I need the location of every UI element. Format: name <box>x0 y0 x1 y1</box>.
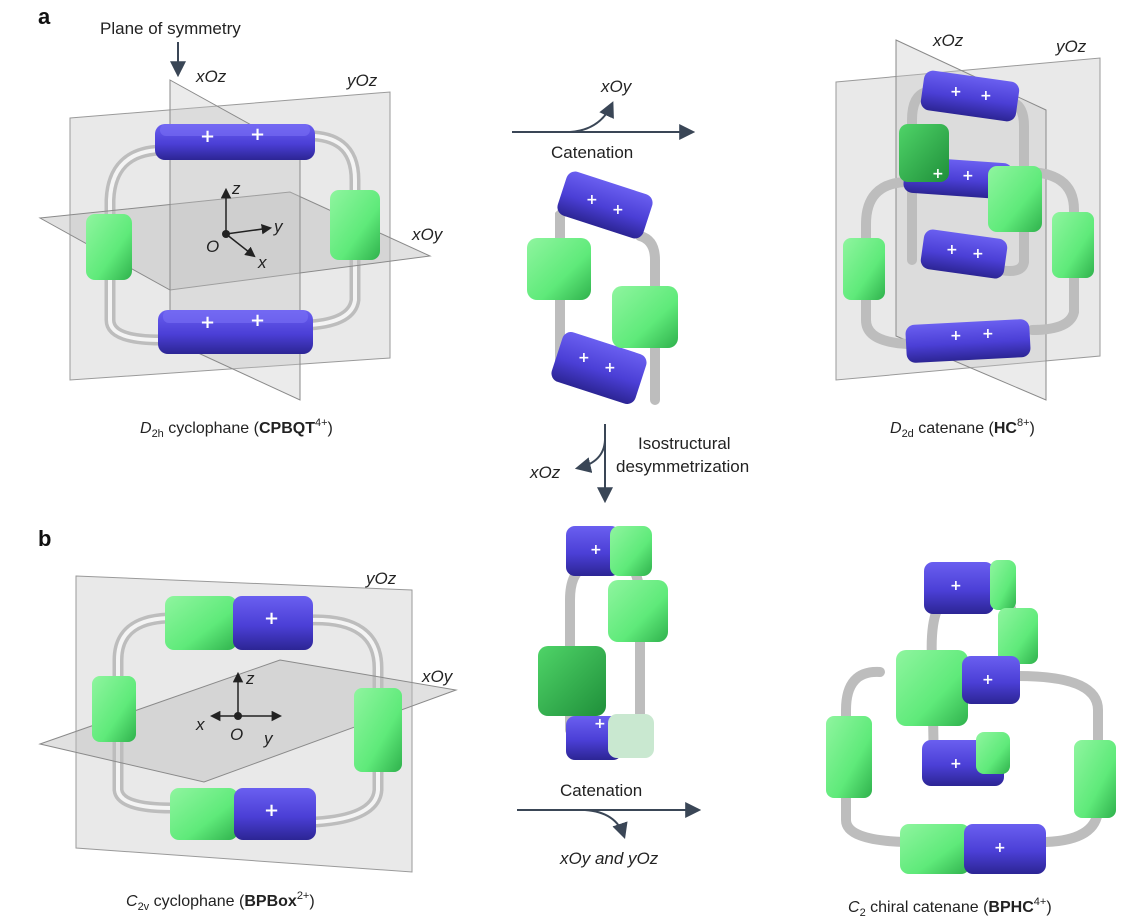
caption-cpbqt: D2h cyclophane (CPBQT4+) <box>140 417 333 440</box>
plane-label-xoz: xOz <box>195 67 227 86</box>
catenation-branch-bottom <box>584 809 628 840</box>
plane-label-yoz: yOz <box>346 71 378 90</box>
plus-sign: + <box>612 202 624 218</box>
plus-sign: + <box>950 328 962 344</box>
plus-sign: + <box>594 716 606 732</box>
plane-yoz-b <box>75 575 413 873</box>
catenation-branch-top <box>569 101 614 133</box>
cpbqt-blue-top <box>155 124 315 160</box>
plus-sign: + <box>264 608 279 629</box>
plus-sign: + <box>604 360 616 376</box>
plus-sign: + <box>250 124 265 145</box>
axis-o-label-b: O <box>230 725 243 744</box>
plane-label-yoz-b: yOz <box>365 569 397 588</box>
arrow-label-xoz-mid: xOz <box>529 463 561 482</box>
desymmetrization-label: desymmetrization <box>616 457 749 476</box>
cpbqt-green-right <box>330 190 380 260</box>
plane-of-symmetry-label: Plane of symmetry <box>100 19 241 38</box>
axes-b <box>209 671 283 722</box>
plus-sign: + <box>982 672 994 688</box>
catenation-label-top: Catenation <box>551 143 633 162</box>
plus-sign: + <box>950 756 962 772</box>
plus-sign: + <box>972 246 984 262</box>
middle-molecule-b: + + <box>538 526 668 760</box>
axis-z-label-b: z <box>245 669 255 688</box>
axis-y-label: y <box>273 217 284 236</box>
panel-letter-b: b <box>38 526 51 551</box>
plus-sign: + <box>200 312 215 333</box>
catenation-label-bottom: Catenation <box>560 781 642 800</box>
bphc-molecule: + + + + <box>826 560 1116 874</box>
middle-molecule-a: + + + + <box>527 171 678 405</box>
plane-xoy-b <box>38 659 458 783</box>
axis-y-label-b: y <box>263 729 274 748</box>
arrow-label-xoy-top: xOy <box>600 77 633 96</box>
plus-sign: + <box>264 800 279 821</box>
plane-yoz <box>69 91 391 381</box>
plane-label-xoy: xOy <box>411 225 444 244</box>
cpbqt-green-left <box>86 214 132 280</box>
plus-sign: + <box>590 542 602 558</box>
arrow-label-xoy-yoz: xOy and yOz <box>559 849 659 868</box>
plus-sign: + <box>982 326 994 342</box>
desymmetrization-branch <box>574 439 606 473</box>
plus-sign: + <box>980 88 992 104</box>
axis-x-label-b: x <box>195 715 205 734</box>
caption-bpbox: C2v cyclophane (BPBox2+) <box>126 890 315 913</box>
axis-z-label: z <box>231 179 241 198</box>
plane-label-xoz-hc: xOz <box>932 31 964 50</box>
cpbqt-blue-bottom <box>158 310 313 354</box>
bpbox-molecule: + + z y x O <box>38 575 458 873</box>
cpbqt-molecule: + + + + z y x O <box>38 79 432 401</box>
axes-a <box>220 187 273 258</box>
plus-sign: + <box>950 84 962 100</box>
plus-sign: + <box>932 166 944 182</box>
plus-sign: + <box>946 242 958 258</box>
plane-label-xoy-b: xOy <box>421 667 454 686</box>
plus-sign: + <box>200 126 215 147</box>
axis-o-label: O <box>206 237 219 256</box>
plus-sign: + <box>578 350 590 366</box>
plus-sign: + <box>994 840 1006 856</box>
plus-sign: + <box>950 578 962 594</box>
plus-sign: + <box>962 168 974 184</box>
hc-molecule: + + + + + + + + <box>835 39 1101 401</box>
caption-hc: D2d catenane (HC8+) <box>890 417 1035 440</box>
axis-x-label: x <box>257 253 267 272</box>
panel-letter-a: a <box>38 4 51 29</box>
plus-sign: + <box>250 310 265 331</box>
isostructural-label: Isostructural <box>638 434 731 453</box>
plane-label-yoz-hc: yOz <box>1055 37 1087 56</box>
plus-sign: + <box>586 192 598 208</box>
caption-bphc: C2 chiral catenane (BPHC4+) <box>848 896 1052 919</box>
